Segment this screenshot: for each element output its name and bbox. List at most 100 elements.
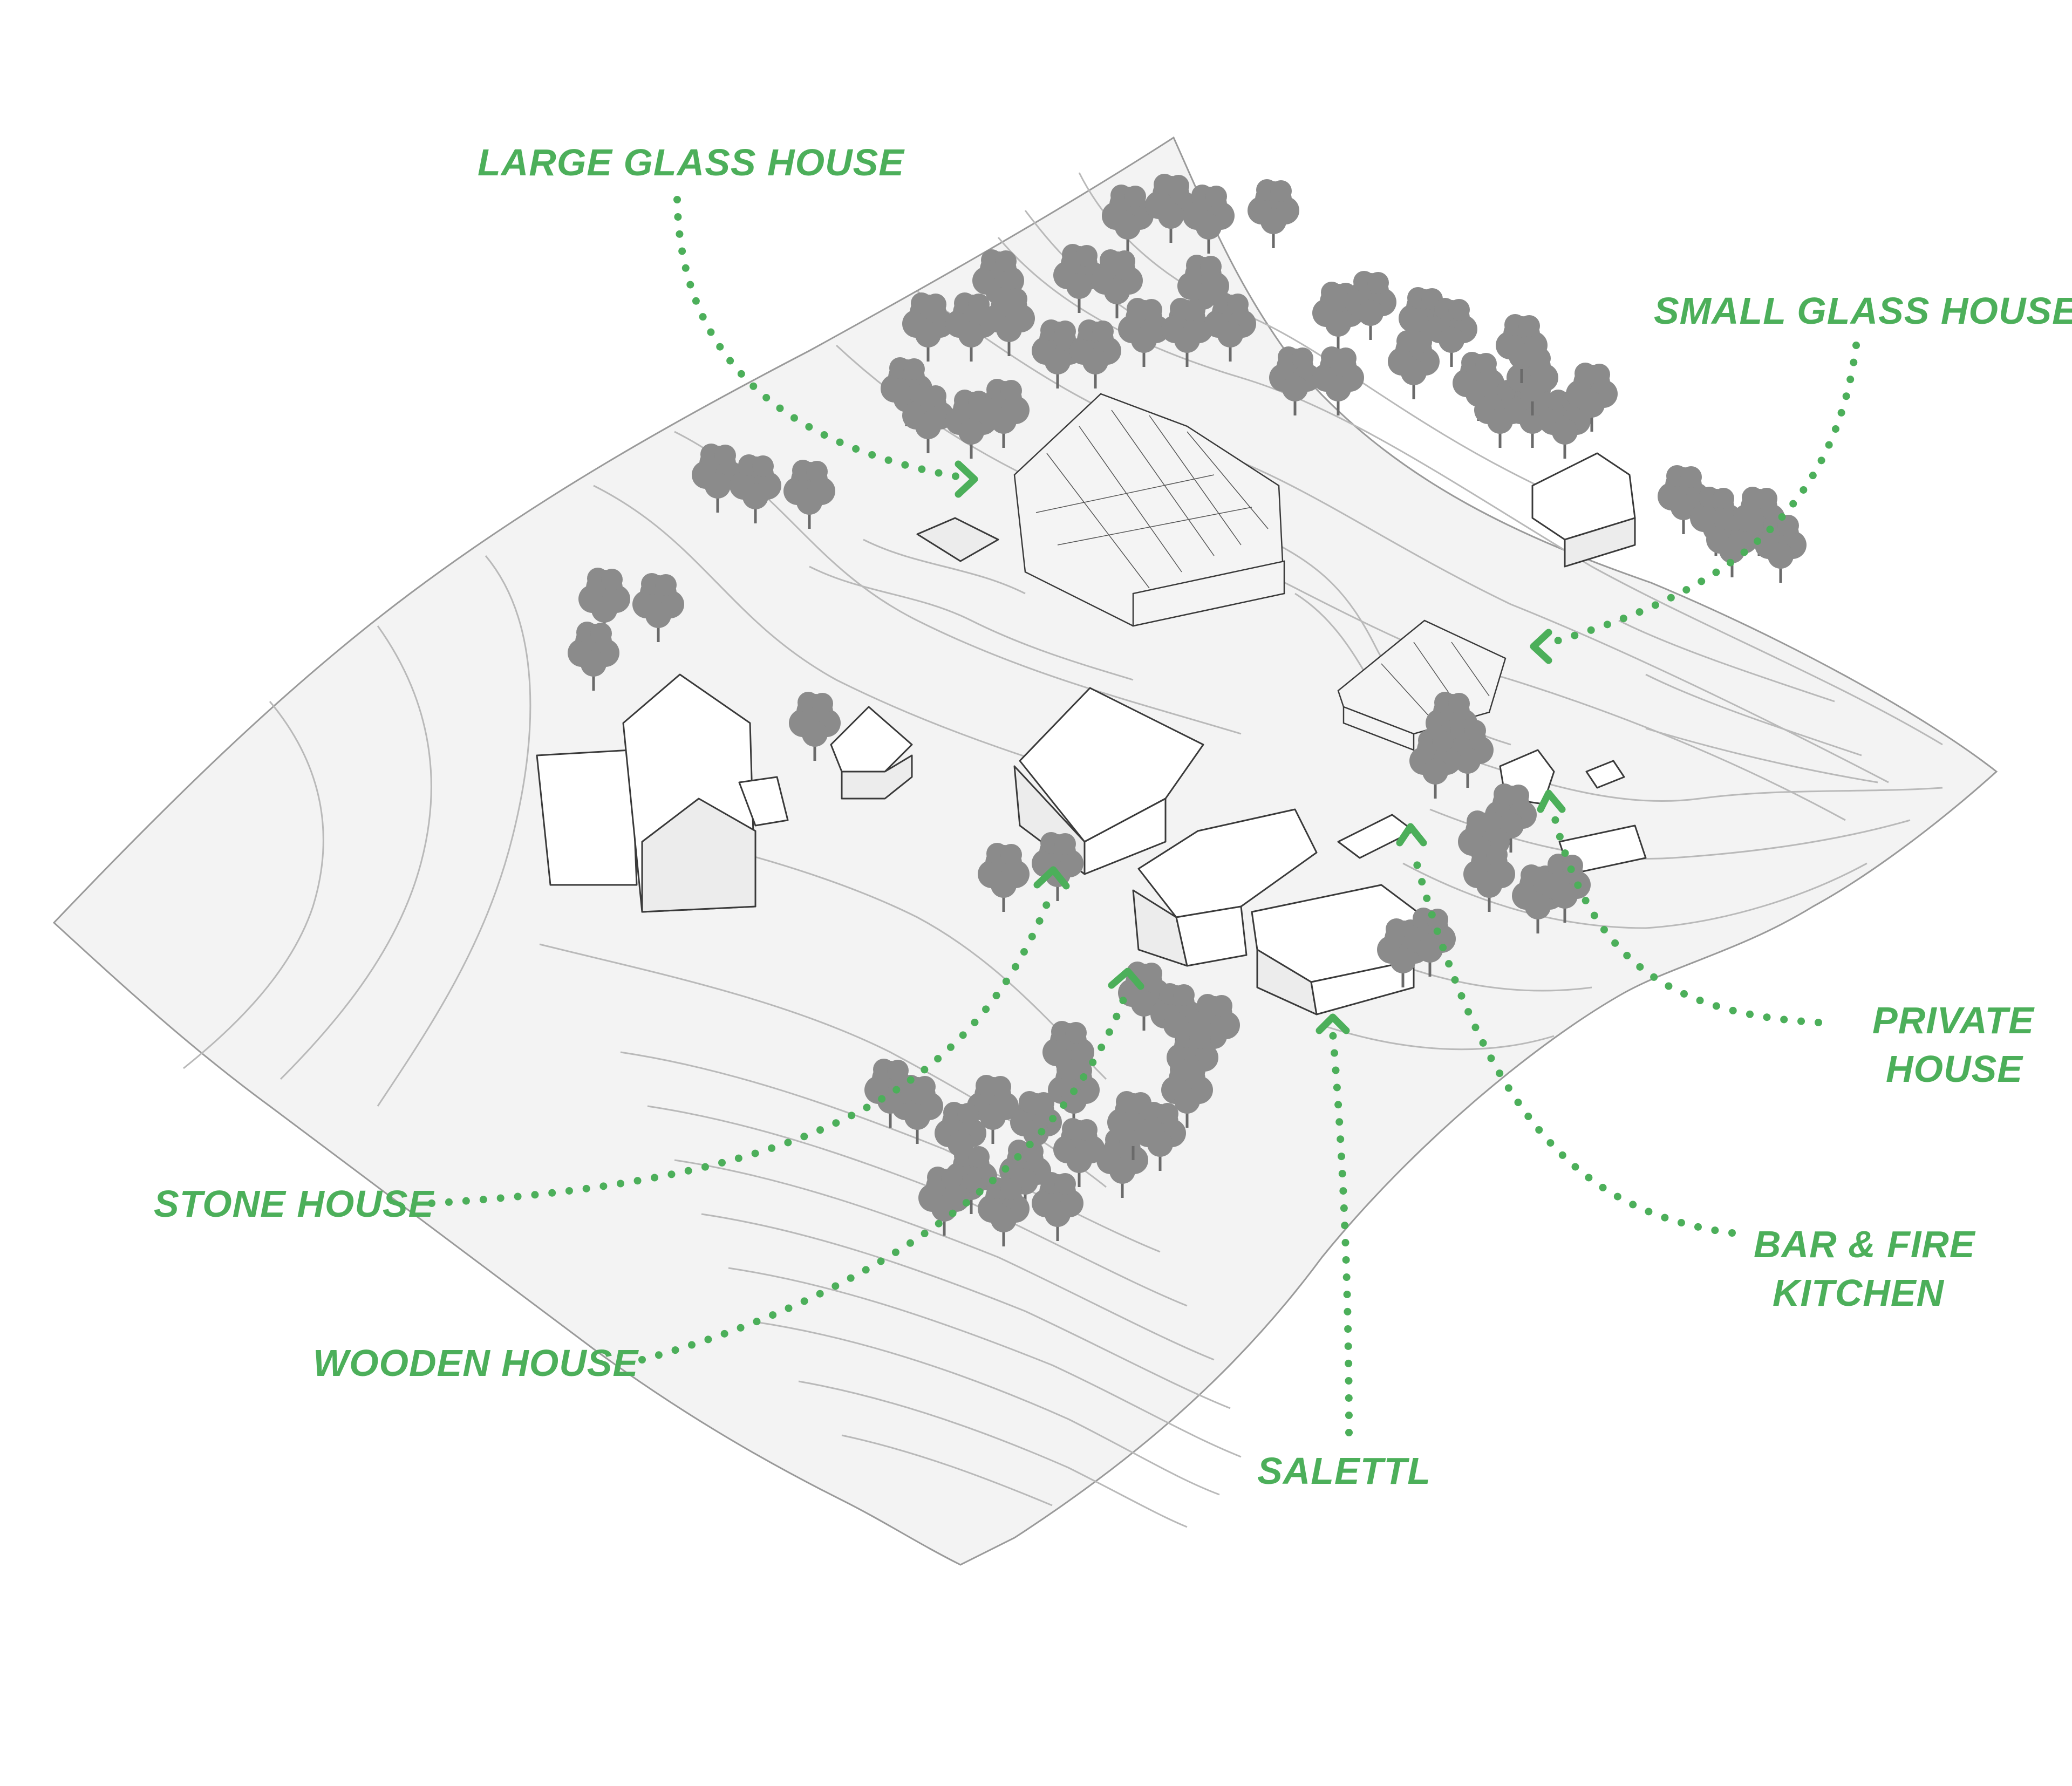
tree-icon bbox=[568, 622, 619, 691]
tree-icon bbox=[1118, 298, 1170, 367]
barn-gable bbox=[641, 797, 756, 913]
tree-crown bbox=[802, 721, 828, 747]
tree-crown bbox=[1000, 380, 1022, 401]
tree-crown bbox=[1061, 1088, 1087, 1114]
tree-icon bbox=[864, 1059, 916, 1128]
tree-crown bbox=[752, 455, 774, 477]
tree-crown bbox=[904, 1104, 930, 1130]
tree-crown bbox=[958, 322, 984, 347]
glasshouse-mullion bbox=[1381, 663, 1436, 724]
tree-crown bbox=[1410, 331, 1432, 353]
tree-crown bbox=[1448, 693, 1470, 714]
private-house-annex bbox=[1585, 760, 1625, 789]
tree-crown bbox=[1455, 748, 1481, 774]
tree-crown bbox=[591, 597, 617, 623]
tree-icon bbox=[789, 692, 841, 761]
tree-crown bbox=[1006, 288, 1027, 310]
tree-icon bbox=[1145, 174, 1197, 243]
tree-crown bbox=[1325, 311, 1351, 337]
glasshouse-roof bbox=[1013, 393, 1285, 627]
tree-crown bbox=[1045, 1201, 1071, 1227]
tree-crown bbox=[957, 1103, 979, 1124]
tree-icon bbox=[1204, 292, 1256, 362]
tree-icon bbox=[1048, 1059, 1100, 1128]
tree-crown bbox=[1475, 353, 1497, 374]
tree-crown bbox=[1054, 321, 1076, 342]
contour-line bbox=[674, 1159, 1215, 1361]
tree-crown bbox=[1200, 256, 1222, 277]
barn-lean-to bbox=[738, 776, 789, 827]
tree-crown bbox=[991, 872, 1017, 898]
tree-crown bbox=[1109, 1158, 1135, 1184]
tree-crown bbox=[1552, 419, 1578, 445]
wooden-house-leader bbox=[638, 984, 1132, 1364]
tree-crown bbox=[581, 651, 606, 677]
tree-icon bbox=[1161, 298, 1213, 367]
large-glass-house-model bbox=[916, 393, 1285, 627]
glasshouse-mullion bbox=[1035, 474, 1215, 513]
contour-line bbox=[809, 565, 1134, 681]
tree-crown bbox=[1260, 208, 1286, 234]
tree-crown bbox=[655, 574, 677, 596]
bar-fire-kitchen-arrow bbox=[1396, 823, 1427, 847]
wooden-house-arrow bbox=[1108, 967, 1144, 990]
tree-crown bbox=[1358, 300, 1383, 326]
tree-crown bbox=[645, 602, 671, 628]
tree-icon bbox=[632, 573, 684, 642]
tree-icon bbox=[1496, 314, 1548, 383]
label-private-house-line2: HOUSE bbox=[1886, 1048, 2023, 1090]
glasshouse-mullion bbox=[1057, 507, 1252, 546]
tree-icon bbox=[902, 384, 954, 453]
contour-line bbox=[620, 1051, 1161, 1253]
tree-crown bbox=[1552, 883, 1578, 909]
tree-icon bbox=[1312, 346, 1364, 415]
tree-crown bbox=[1713, 488, 1734, 509]
tree-crown bbox=[1054, 833, 1076, 855]
tree-crown bbox=[1680, 466, 1702, 488]
tree-crown bbox=[1131, 327, 1157, 353]
small-glass-house-arrow bbox=[1530, 629, 1552, 664]
tree-crown bbox=[1217, 322, 1243, 347]
label-salettl: SALETTL bbox=[1257, 1450, 1431, 1492]
tree-icon bbox=[978, 379, 1030, 448]
tree-icon bbox=[1442, 719, 1494, 788]
glasshouse-mullion bbox=[1187, 431, 1269, 529]
tree-icon bbox=[1404, 908, 1456, 977]
contour-line bbox=[997, 237, 1943, 746]
tree-crown bbox=[705, 473, 731, 499]
contour-line bbox=[798, 1380, 1188, 1528]
salettl-arrow bbox=[1316, 1013, 1350, 1034]
tree-crown bbox=[931, 1196, 957, 1222]
tree-crown bbox=[914, 1076, 936, 1097]
tree-crown bbox=[887, 1060, 909, 1081]
tree-crown bbox=[1115, 214, 1141, 240]
tree-crown bbox=[925, 385, 946, 407]
tree-crown bbox=[995, 250, 1017, 272]
tree-crown bbox=[714, 445, 736, 466]
tree-icon bbox=[1345, 271, 1396, 340]
tree-crown bbox=[1092, 321, 1114, 342]
tree-crown bbox=[1000, 844, 1022, 865]
stone-house-roof bbox=[1019, 687, 1204, 843]
tree-crown bbox=[915, 413, 941, 439]
contour-line bbox=[728, 1267, 1242, 1458]
tree-crown bbox=[991, 1206, 1017, 1232]
label-small-glass-house: SMALL GLASS HOUSE bbox=[1654, 290, 2072, 332]
tree-crown bbox=[1525, 894, 1551, 919]
stone-house-model bbox=[1013, 687, 1204, 875]
tree-icon bbox=[1183, 185, 1235, 254]
tree-crown bbox=[1131, 991, 1157, 1017]
tree-crown bbox=[1476, 872, 1502, 898]
label-wooden-house: WOODEN HOUSE bbox=[313, 1342, 639, 1384]
tree-crown bbox=[1422, 759, 1448, 785]
tree-crown bbox=[1082, 349, 1108, 374]
large-glass-house-leader bbox=[673, 196, 967, 481]
tree-crown bbox=[1401, 359, 1427, 385]
tree-icon bbox=[1150, 983, 1202, 1052]
tree-crown bbox=[1168, 175, 1189, 196]
tree-icon bbox=[978, 843, 1030, 912]
tree-crown bbox=[1270, 180, 1292, 202]
tree-crown bbox=[990, 1076, 1011, 1097]
tree-crown bbox=[1205, 186, 1227, 207]
leader-lines bbox=[428, 196, 1860, 1436]
